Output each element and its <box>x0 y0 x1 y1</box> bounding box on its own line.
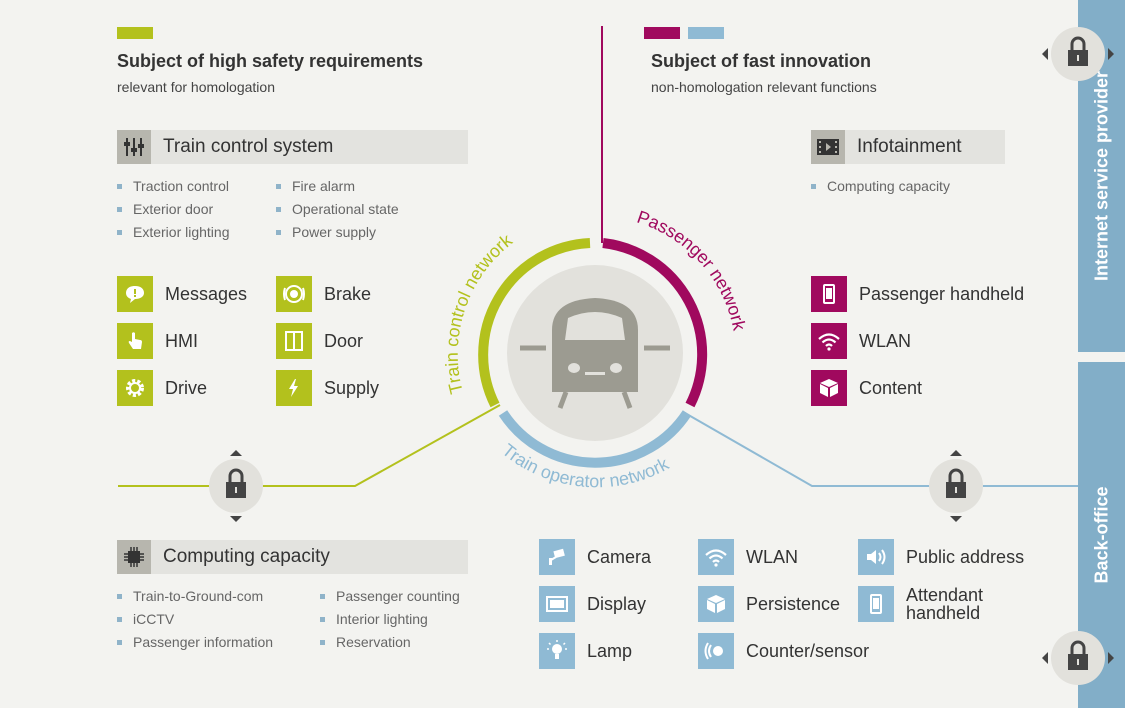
operator-ring <box>498 410 692 468</box>
innovation-accent-swatch-blue <box>688 27 724 39</box>
infotainment-header: Infotainment <box>811 130 1005 164</box>
brake-icon <box>276 276 312 312</box>
train-icon <box>520 298 670 409</box>
bullet-item: Fire alarm <box>276 178 355 194</box>
computing-capacity-header: Computing capacity <box>117 540 468 574</box>
door-icon <box>276 323 312 359</box>
wifi-icon <box>811 323 847 359</box>
item-wlan-operator-label: WLAN <box>746 547 799 567</box>
camera-icon <box>539 539 575 575</box>
item-content: Content <box>811 370 922 406</box>
safety-title: Subject of high safety requirements <box>117 51 424 71</box>
item-wlan-passenger-label: WLAN <box>859 331 912 351</box>
item-passenger-handheld-label: Passenger handheld <box>859 284 1025 304</box>
lock-icon-left <box>209 450 263 522</box>
sensor-icon <box>698 633 734 669</box>
chip-icon <box>117 540 151 574</box>
item-attendant-handheld: Attendant handheld <box>858 586 1016 622</box>
train-control-system-header: Train control system <box>117 130 468 164</box>
speaker-icon <box>858 539 894 575</box>
item-wlan-operator: WLAN <box>698 539 798 575</box>
train-control-network-label: Train control network <box>442 229 517 395</box>
bullet-item: Train-to-Ground-com <box>117 588 263 604</box>
bullet-item: Passenger information <box>117 634 273 650</box>
bullet-item: Passenger counting <box>320 588 460 604</box>
item-display-label: Display <box>587 594 647 614</box>
item-brake-label: Brake <box>324 284 372 304</box>
item-door: Door <box>276 323 363 359</box>
innovation-accent-swatch-magenta <box>644 27 680 39</box>
bullet-item: Traction control <box>117 178 229 194</box>
item-public-address: Public address <box>858 539 1024 575</box>
item-drive-label: Drive <box>165 378 208 398</box>
bullet-item: iCCTV <box>117 611 174 627</box>
bullet-item: Computing capacity <box>811 178 950 194</box>
item-supply-label: Supply <box>324 378 380 398</box>
item-hmi: HMI <box>117 323 198 359</box>
train-control-connector-line <box>262 404 501 487</box>
hand-pointer-icon <box>117 323 153 359</box>
item-lamp-label: Lamp <box>587 641 633 661</box>
internet-service-provider-label: Internet service provider <box>1091 70 1111 282</box>
item-messages-label: Messages <box>165 284 248 304</box>
item-counter-sensor: Counter/sensor <box>698 633 869 669</box>
lamp-icon <box>539 633 575 669</box>
display-icon <box>539 586 575 622</box>
gear-icon <box>117 370 153 406</box>
item-persistence-label: Persistence <box>746 594 841 614</box>
train-control-system-label: Train control system <box>163 136 334 157</box>
smartphone-icon <box>858 586 894 622</box>
item-messages: Messages <box>117 276 247 312</box>
item-wlan-passenger: WLAN <box>811 323 911 359</box>
item-drive: Drive <box>117 370 207 406</box>
lightning-icon <box>276 370 312 406</box>
bullet-item: Reservation <box>320 634 411 650</box>
train-control-ring <box>478 238 591 408</box>
innovation-title: Subject of fast innovation <box>651 51 872 71</box>
safety-accent-swatch <box>117 27 153 39</box>
bullet-item: Interior lighting <box>320 611 428 627</box>
back-office-bar: Back-office <box>1078 362 1125 708</box>
bullet-item: Exterior lighting <box>117 224 230 240</box>
item-counter-sensor-label: Counter/sensor <box>746 641 870 661</box>
item-door-label: Door <box>324 331 364 351</box>
wifi-icon <box>698 539 734 575</box>
safety-subtitle: relevant for homologation <box>117 79 275 95</box>
item-camera: Camera <box>539 539 651 575</box>
bullet-item: Exterior door <box>117 201 213 217</box>
item-supply: Supply <box>276 370 379 406</box>
item-lamp: Lamp <box>539 633 632 669</box>
passenger-ring <box>602 238 708 408</box>
item-content-label: Content <box>859 378 923 398</box>
item-display: Display <box>539 586 646 622</box>
computing-capacity-label: Computing capacity <box>163 546 330 567</box>
item-hmi-label: HMI <box>165 331 198 351</box>
item-persistence: Persistence <box>698 586 840 622</box>
cube-icon <box>698 586 734 622</box>
item-camera-label: Camera <box>587 547 652 567</box>
lock-icon-right <box>929 450 983 522</box>
item-passenger-handheld: Passenger handheld <box>811 276 1024 312</box>
item-public-address-label: Public address <box>906 547 1025 567</box>
speech-bubble-icon <box>117 276 153 312</box>
item-brake: Brake <box>276 276 371 312</box>
innovation-subtitle: non-homologation relevant functions <box>651 79 877 95</box>
smartphone-icon <box>811 276 847 312</box>
infotainment-label: Infotainment <box>857 136 962 157</box>
bullet-item: Power supply <box>276 224 376 240</box>
sliders-icon <box>117 130 151 164</box>
item-attendant-handheld-label: Attendant handheld <box>906 585 984 623</box>
bullet-item: Operational state <box>276 201 399 217</box>
operator-connector-line <box>684 412 930 487</box>
back-office-label: Back-office <box>1091 486 1111 584</box>
internet-service-provider-bar: Internet service provider <box>1078 0 1125 352</box>
film-icon <box>811 130 845 164</box>
cube-icon <box>811 370 847 406</box>
